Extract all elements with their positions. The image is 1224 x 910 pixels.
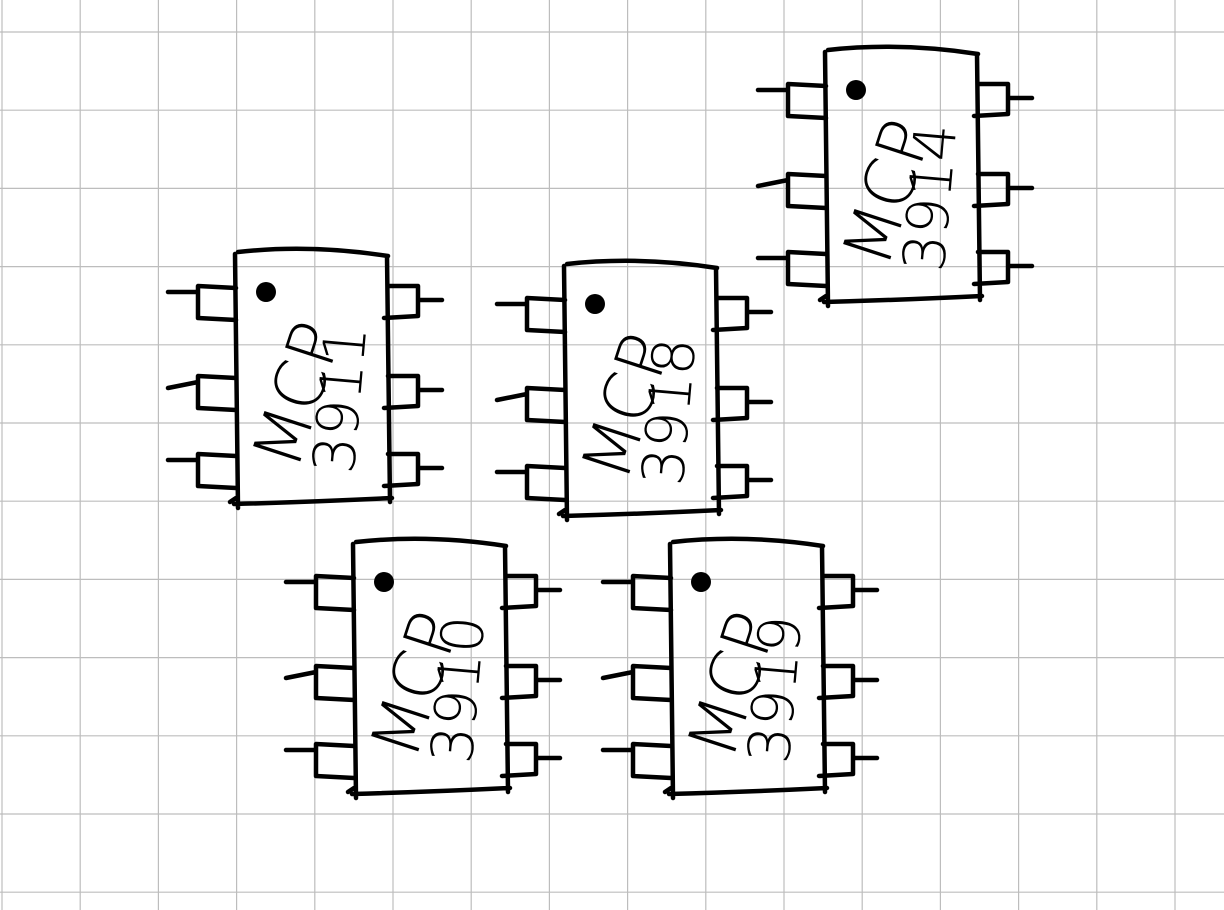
- chip-pin-left: [755, 249, 829, 289]
- chip-pin-left: [283, 573, 357, 613]
- chip-body: [345, 536, 513, 801]
- chip-pin-right: [971, 171, 1035, 209]
- chip-pin-right: [971, 81, 1035, 119]
- chip-pin-right: [381, 373, 445, 411]
- chip-pin-right: [499, 663, 563, 701]
- pin1-dot-icon: [585, 294, 605, 314]
- chip-label-line2: 3918: [629, 335, 710, 488]
- chip-pin-left: [165, 283, 239, 323]
- pin1-dot-icon: [256, 282, 276, 302]
- chip-pin-right: [816, 573, 880, 611]
- pin1-dot-icon: [846, 80, 866, 100]
- chip-pin-right: [816, 741, 880, 779]
- chip-body: [662, 536, 830, 801]
- chip-pin-left: [165, 373, 239, 413]
- chip-body: [227, 246, 395, 511]
- chip-pin-right: [499, 573, 563, 611]
- chip-label-line2: 3919: [735, 613, 816, 766]
- chip-label-line2: 3914: [890, 121, 971, 274]
- chip-label-line2: 3911: [300, 323, 381, 476]
- chip-pin-right: [971, 249, 1035, 287]
- chip-pin-left: [283, 741, 357, 781]
- chip-pin-right: [499, 741, 563, 779]
- chip-pin-left: [600, 663, 674, 703]
- chip-pin-right: [381, 451, 445, 489]
- chip-pin-right: [381, 283, 445, 321]
- chip-pin-left: [494, 295, 568, 335]
- chip-pin-left: [755, 171, 829, 211]
- chip-pin-left: [283, 663, 357, 703]
- chip-label-line2: 3910: [418, 613, 499, 766]
- pin1-dot-icon: [691, 572, 711, 592]
- chip-body: [817, 44, 985, 309]
- chip-pin-right: [816, 663, 880, 701]
- chip-pin-left: [494, 385, 568, 425]
- chip-body: [556, 258, 724, 523]
- chip-pin-left: [755, 81, 829, 121]
- chip-pin-left: [165, 451, 239, 491]
- pin1-dot-icon: [374, 572, 394, 592]
- chip-pin-right: [710, 463, 774, 501]
- chip-pin-right: [710, 385, 774, 423]
- chip-pin-left: [494, 463, 568, 503]
- chip-pin-right: [710, 295, 774, 333]
- chip-pin-left: [600, 741, 674, 781]
- chip-pin-left: [600, 573, 674, 613]
